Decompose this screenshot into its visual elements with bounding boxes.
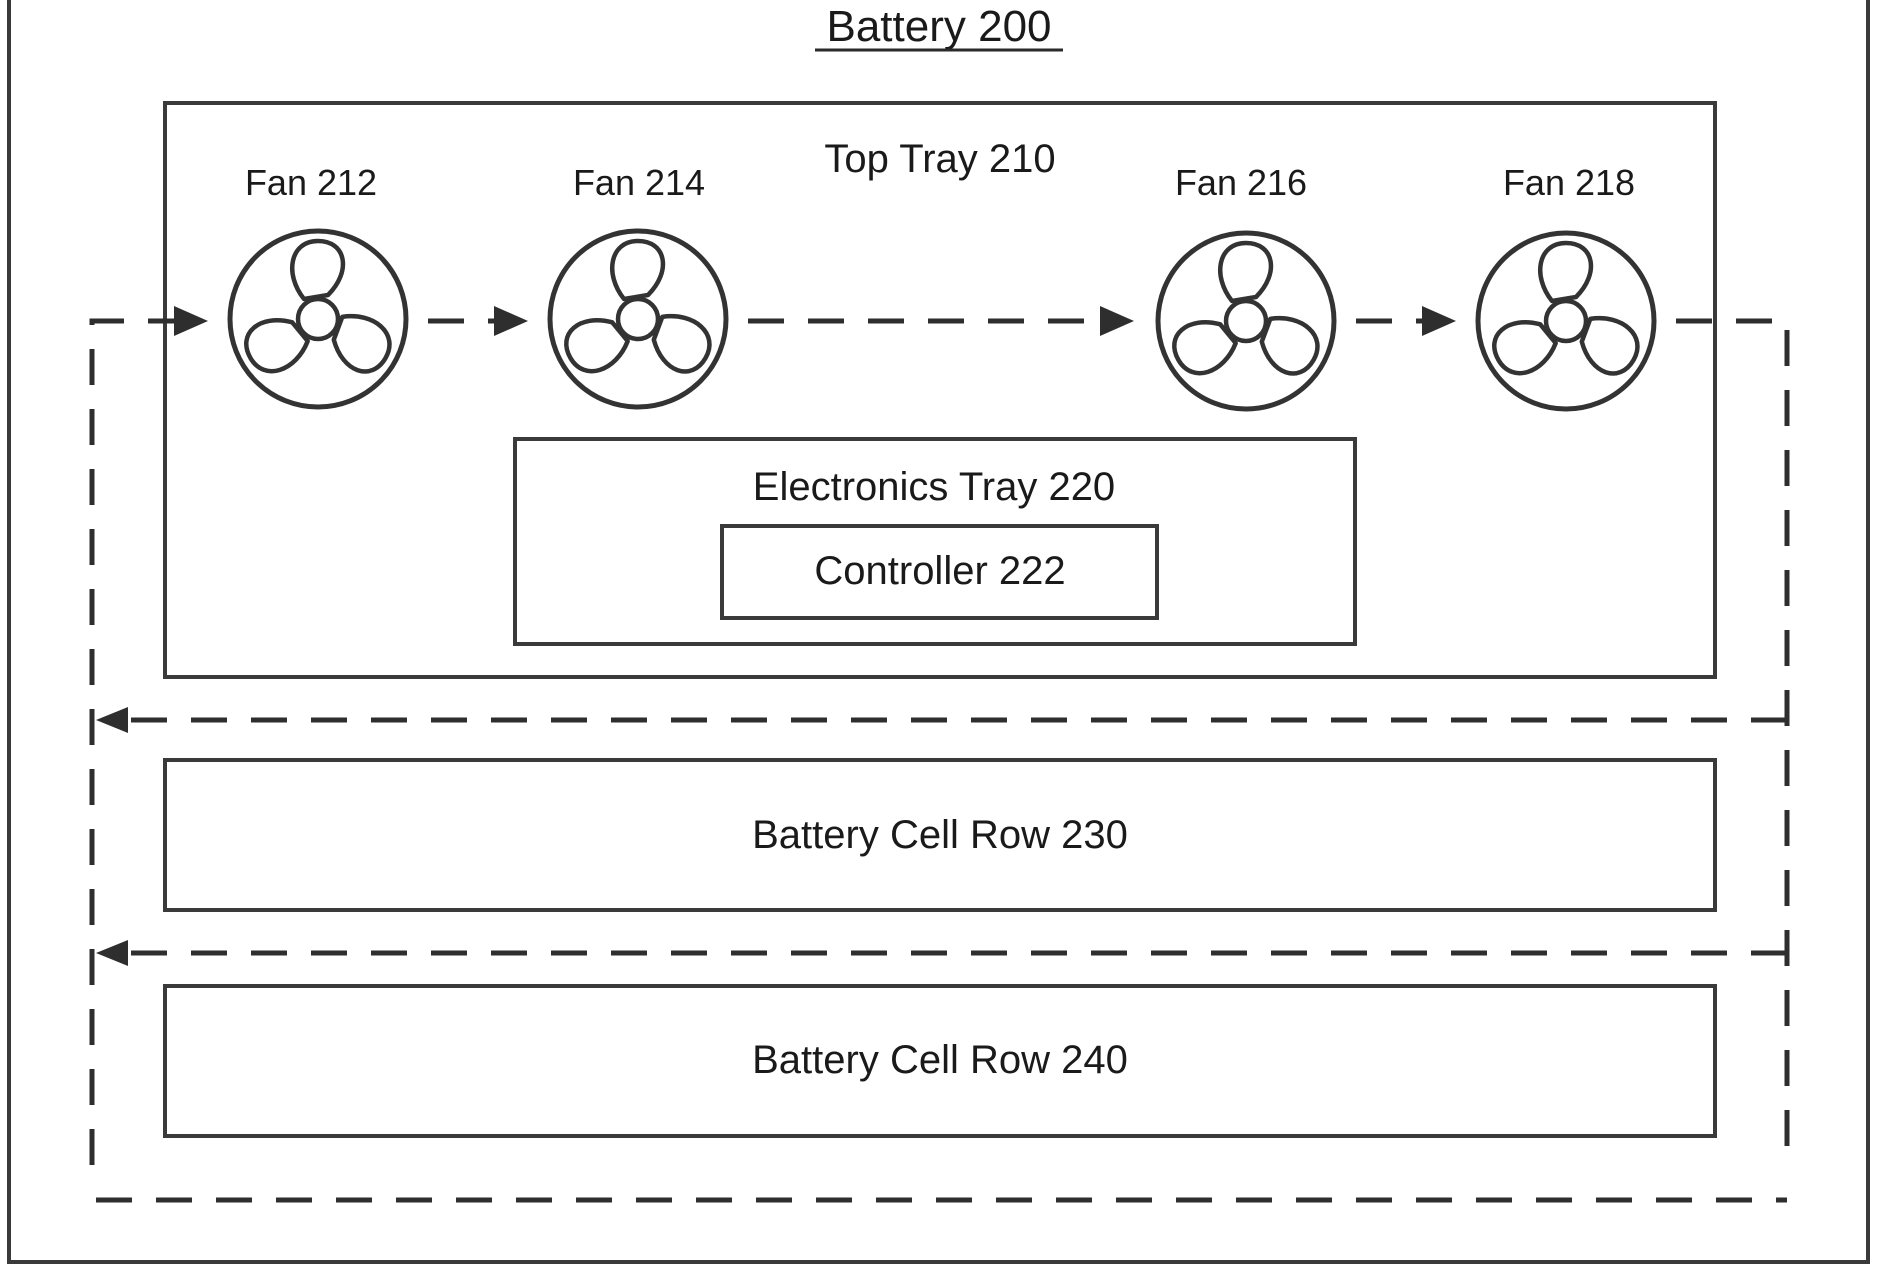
controller-label: Controller 222: [814, 549, 1065, 593]
battery-cell-row-240-label: Battery Cell Row 240: [752, 1038, 1128, 1082]
fan-216-icon: [1158, 233, 1334, 409]
airflow-arrow-into-fan-214: [494, 306, 528, 336]
airflow-arrow-into-fan-216: [1100, 306, 1134, 336]
airflow-arrow-into-fan-212: [174, 306, 208, 336]
fan-216-label: Fan 216: [1175, 162, 1307, 203]
top-tray-label: Top Tray 210: [824, 137, 1055, 181]
fan-218-label: Fan 218: [1503, 162, 1635, 203]
battery-title: Battery 200: [826, 2, 1051, 51]
fan-218-icon: [1478, 233, 1654, 409]
airflow-path-right-vertical: [1676, 321, 1787, 1165]
electronics-tray-label: Electronics Tray 220: [753, 465, 1115, 509]
fan-214-label: Fan 214: [573, 162, 705, 203]
fan-212-label: Fan 212: [245, 162, 377, 203]
airflow-return-arrow-2: [96, 940, 128, 966]
airflow-arrow-into-fan-218: [1422, 306, 1456, 336]
battery-cell-row-230-label: Battery Cell Row 230: [752, 813, 1128, 857]
fan-212-icon: [230, 231, 406, 407]
airflow-return-arrow-1: [96, 707, 128, 733]
fan-214-icon: [550, 231, 726, 407]
